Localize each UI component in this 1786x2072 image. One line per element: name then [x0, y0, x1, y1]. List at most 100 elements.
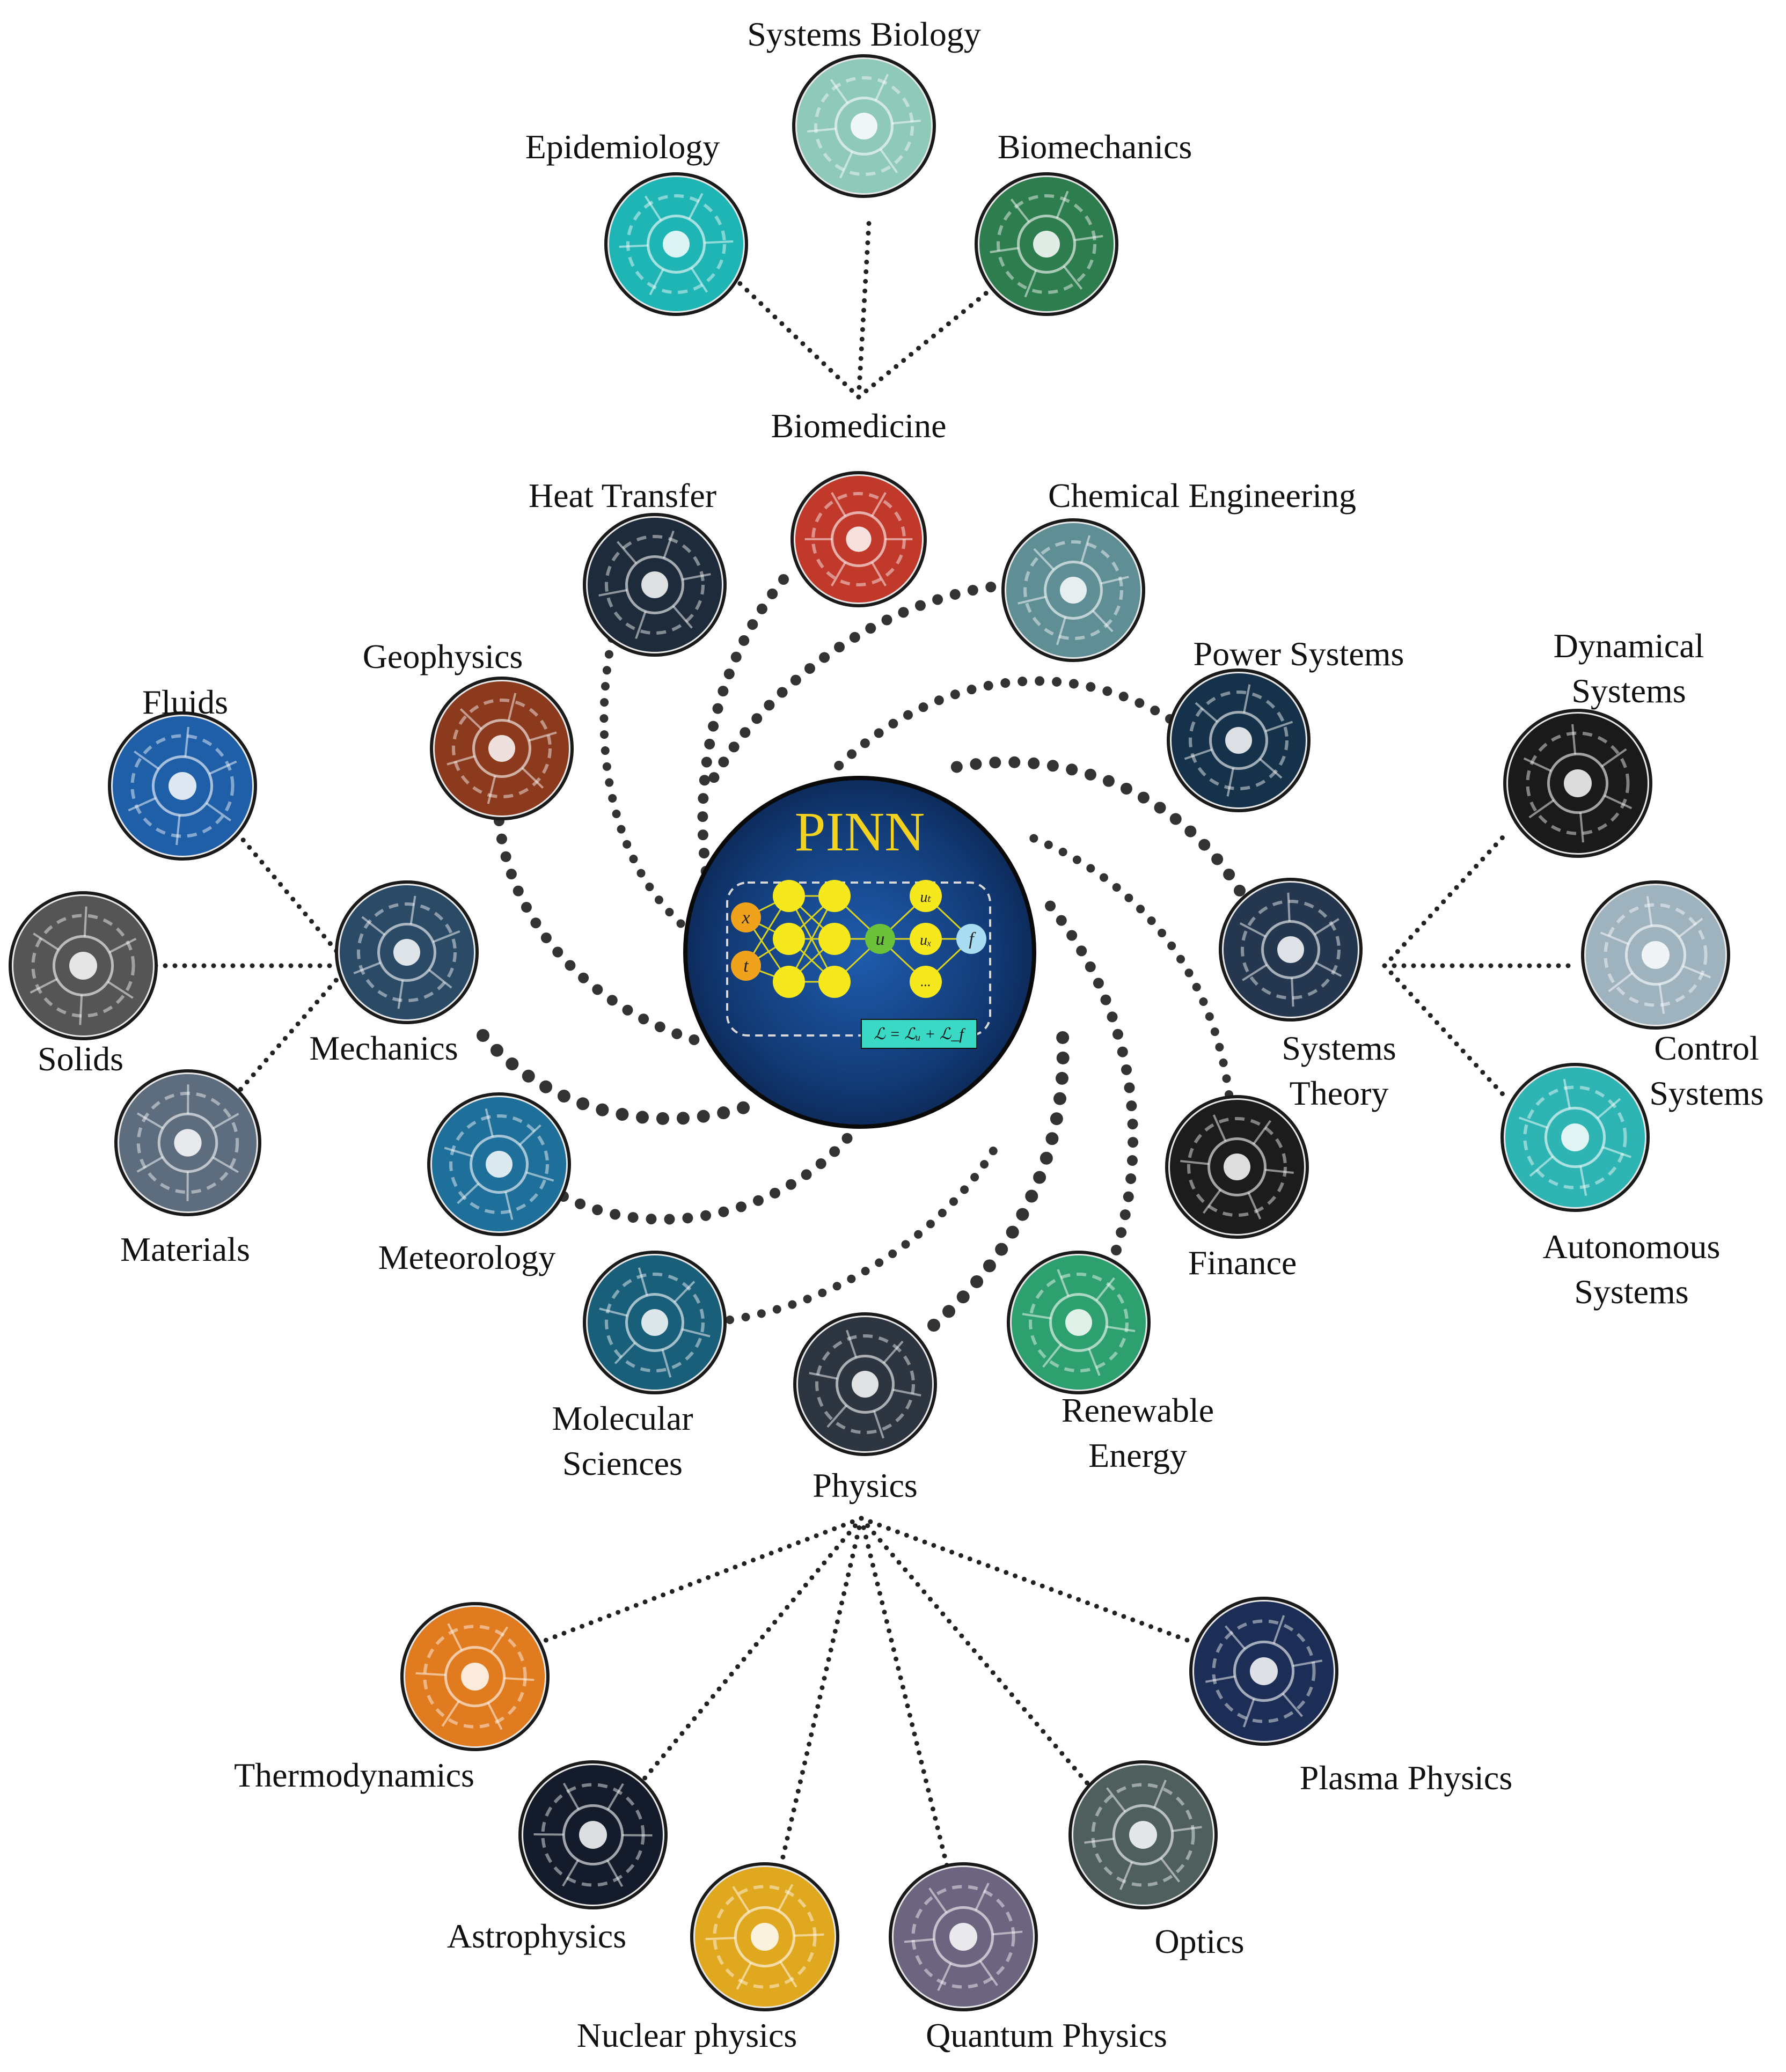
domain-node-systems-biology	[792, 54, 936, 198]
domain-label-materials: Materials	[120, 1230, 250, 1268]
flame-waves-icon	[461, 1663, 489, 1691]
domain-label-fluids: Fluids	[142, 683, 228, 721]
spiral-arm-molecular	[726, 1138, 1002, 1324]
spiral-arm-power-systems	[832, 676, 1175, 772]
domain-node-power-systems	[1167, 668, 1311, 812]
domain-node-epidemiology	[604, 172, 748, 316]
domain-node-materials	[114, 1069, 261, 1216]
pinn-core: PINN x t u uₜ	[683, 776, 1036, 1129]
domain-label-finance: Finance	[1188, 1244, 1297, 1282]
spiral-arm-renewable	[1041, 896, 1139, 1255]
domain-labels: Biomedicine Epidemiology Systems BiologyBi…	[38, 15, 1764, 2054]
domain-node-optics	[1068, 1760, 1218, 1909]
domain-node-biomechanics	[975, 172, 1118, 316]
nn-hidden-node	[773, 880, 805, 912]
spiral-arm-finance	[1026, 833, 1233, 1099]
loss-box	[861, 1019, 977, 1049]
nn-hidden-node	[818, 966, 851, 998]
globe-weather-icon	[486, 1151, 513, 1178]
circuit-dna-icon	[851, 113, 877, 139]
thermometer-icon	[641, 571, 668, 598]
spiral-arm-meteorology	[558, 1132, 853, 1225]
domain-label-geophysics: Geophysics	[363, 637, 523, 675]
spiral-arms	[477, 574, 1246, 1332]
domain-node-quantum-physics	[889, 1862, 1038, 2011]
spiral-arm-heat-transfer	[599, 634, 697, 938]
nn-derivative-node	[910, 880, 942, 912]
domain-label-heat-transfer: Heat Transfer	[529, 476, 716, 515]
domain-node-control-systems	[1581, 880, 1730, 1030]
pinn-title: PINN	[795, 801, 925, 863]
branch-physics-nuclear	[775, 1516, 864, 1880]
earth-strata-icon	[488, 735, 515, 762]
domain-label-nuclear-physics: Nuclear physics	[577, 2016, 797, 2054]
lab-flask-icon	[1060, 577, 1087, 604]
pinn-network-frame	[726, 881, 991, 1037]
branch-biomedicine-epidemiology	[733, 276, 861, 400]
domain-node-molecular-sciences	[583, 1251, 727, 1394]
spiral-arm-biomedicine	[697, 574, 789, 917]
solid-cube-icon	[69, 952, 97, 980]
domain-label-systems-biology: Systems Biology	[747, 15, 981, 53]
nn-input-node-t	[731, 951, 761, 981]
nn-input-label-t: t	[743, 956, 749, 976]
domain-node-dynamical-systems	[1503, 709, 1652, 858]
domain-label-epidemiology: Epidemiology	[525, 128, 720, 166]
systems-network-icon	[1277, 936, 1304, 963]
domain-label-chemical-engineering: Chemical Engineering	[1048, 476, 1356, 515]
nucleus-icon	[751, 1923, 779, 1951]
domain-node-chemical-engineering	[1001, 518, 1145, 662]
brain-car-icon	[1561, 1123, 1589, 1151]
domain-nodes	[9, 54, 1730, 2011]
prism-icon	[1129, 1821, 1157, 1849]
branch-physics-optics	[859, 1516, 1097, 1795]
fluid-swirl-icon	[169, 772, 196, 800]
domain-node-autonomous-systems	[1500, 1063, 1650, 1212]
virus-icon	[663, 231, 690, 258]
branch-connectors	[150, 212, 1580, 1880]
branch-biomedicine-biomechanics	[856, 276, 1006, 400]
nn-derivative-label: ...	[920, 974, 931, 989]
attractor-icon	[1564, 769, 1592, 797]
domain-node-fluids	[108, 711, 257, 861]
loss-formula: ℒ = ℒᵤ + ℒ_f	[874, 1025, 965, 1043]
nn-input-node-x	[731, 902, 761, 932]
domain-label-astrophysics: Astrophysics	[447, 1917, 626, 1955]
nn-derivative-node	[910, 923, 942, 955]
branch-mechanics-fluids	[233, 829, 352, 968]
molecule-atom-icon	[641, 1309, 668, 1336]
nn-output-node-u	[865, 924, 895, 954]
muscle-gear-icon	[1033, 231, 1060, 258]
branch-physics-astrophysics	[631, 1516, 864, 1795]
heart-dna-icon	[846, 526, 872, 552]
domain-node-finance	[1165, 1095, 1309, 1239]
dollar-icon	[1224, 1153, 1250, 1180]
branch-physics-thermodynamics	[539, 1516, 864, 1644]
nn-hidden-node	[773, 923, 805, 955]
domain-label-power-systems: Power Systems	[1194, 635, 1404, 673]
spiral-arm-geophysics	[494, 815, 703, 1046]
domain-label-quantum-physics: Quantum Physics	[926, 2016, 1167, 2054]
domain-label-solids: Solids	[38, 1040, 123, 1078]
nn-output-label-u: u	[876, 929, 885, 949]
mechanical-parts-icon	[393, 939, 420, 966]
domain-label-biomedicine: Biomedicine	[771, 407, 946, 445]
domain-node-physics	[793, 1312, 937, 1456]
spiral-arm-mechanics	[477, 1029, 758, 1125]
nn-derivative-node	[910, 966, 942, 998]
domain-label-biomechanics: Biomechanics	[998, 128, 1192, 166]
nn-hidden-node	[773, 966, 805, 998]
spiral-arm-chemical	[708, 579, 1014, 783]
domain-node-geophysics	[430, 677, 574, 820]
branch-physics-plasma	[859, 1516, 1194, 1644]
nn-hidden-node	[818, 923, 851, 955]
nn-derivative-label: uₜ	[920, 889, 932, 906]
domain-node-meteorology	[427, 1092, 571, 1236]
domain-label-plasma-physics: Plasma Physics	[1300, 1759, 1512, 1797]
